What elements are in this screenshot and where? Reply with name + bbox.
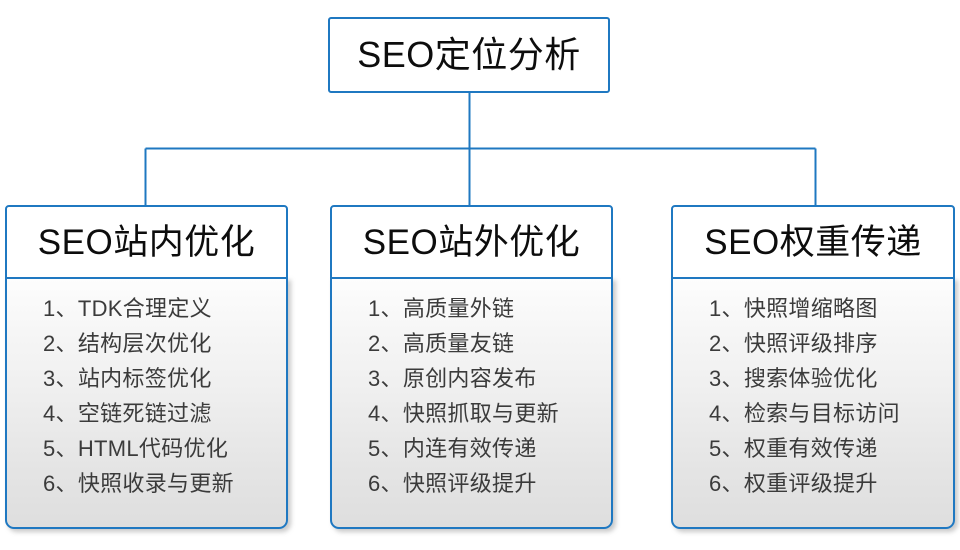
branch-3-header-title: SEO权重传递 xyxy=(704,222,922,262)
branch-1-item-list: 1、TDK合理定义 2、结构层次优化 3、站内标签优化 4、空链死链过滤 5、H… xyxy=(7,291,286,501)
list-item: 1、高质量外链 xyxy=(368,296,515,321)
list-item: 5、内连有效传递 xyxy=(368,436,537,461)
list-item: 1、TDK合理定义 xyxy=(43,296,212,321)
branch-1-body: 1、TDK合理定义 2、结构层次优化 3、站内标签优化 4、空链死链过滤 5、H… xyxy=(5,277,288,529)
list-item: 3、站内标签优化 xyxy=(43,366,212,391)
list-item: 6、快照评级提升 xyxy=(368,471,537,496)
list-item: 6、权重评级提升 xyxy=(709,471,878,496)
list-item: 3、原创内容发布 xyxy=(368,366,537,391)
branch-2-header-title: SEO站外优化 xyxy=(362,222,581,262)
root-node-title: SEO定位分析 xyxy=(357,34,581,75)
list-item: 4、检索与目标访问 xyxy=(709,401,900,426)
list-item: 4、快照抓取与更新 xyxy=(368,401,559,426)
list-item: 4、空链死链过滤 xyxy=(43,401,212,426)
branch-3-header: SEO权重传递 xyxy=(671,205,955,279)
branch-2-body: 1、高质量外链 2、高质量友链 3、原创内容发布 4、快照抓取与更新 5、内连有… xyxy=(330,277,613,529)
list-item: 5、HTML代码优化 xyxy=(43,436,229,461)
branch-2-item-list: 1、高质量外链 2、高质量友链 3、原创内容发布 4、快照抓取与更新 5、内连有… xyxy=(332,291,611,501)
branch-2-header: SEO站外优化 xyxy=(330,205,613,279)
branch-1-header: SEO站内优化 xyxy=(5,205,288,279)
branch-3-item-list: 1、快照增缩略图 2、快照评级排序 3、搜索体验优化 4、检索与目标访问 5、权… xyxy=(673,291,953,501)
branch-3-body: 1、快照增缩略图 2、快照评级排序 3、搜索体验优化 4、检索与目标访问 5、权… xyxy=(671,277,955,529)
list-item: 2、结构层次优化 xyxy=(43,331,212,356)
root-node: SEO定位分析 xyxy=(328,17,610,93)
list-item: 3、搜索体验优化 xyxy=(709,366,878,391)
list-item: 5、权重有效传递 xyxy=(709,436,878,461)
branch-column-3: SEO权重传递 1、快照增缩略图 2、快照评级排序 3、搜索体验优化 4、检索与… xyxy=(671,205,955,531)
list-item: 2、高质量友链 xyxy=(368,331,515,356)
list-item: 2、快照评级排序 xyxy=(709,331,878,356)
branch-1-header-title: SEO站内优化 xyxy=(37,222,256,262)
branch-column-1: SEO站内优化 1、TDK合理定义 2、结构层次优化 3、站内标签优化 4、空链… xyxy=(5,205,288,531)
list-item: 1、快照增缩略图 xyxy=(709,296,878,321)
list-item: 6、快照收录与更新 xyxy=(43,471,234,496)
branch-column-2: SEO站外优化 1、高质量外链 2、高质量友链 3、原创内容发布 4、快照抓取与… xyxy=(330,205,613,531)
